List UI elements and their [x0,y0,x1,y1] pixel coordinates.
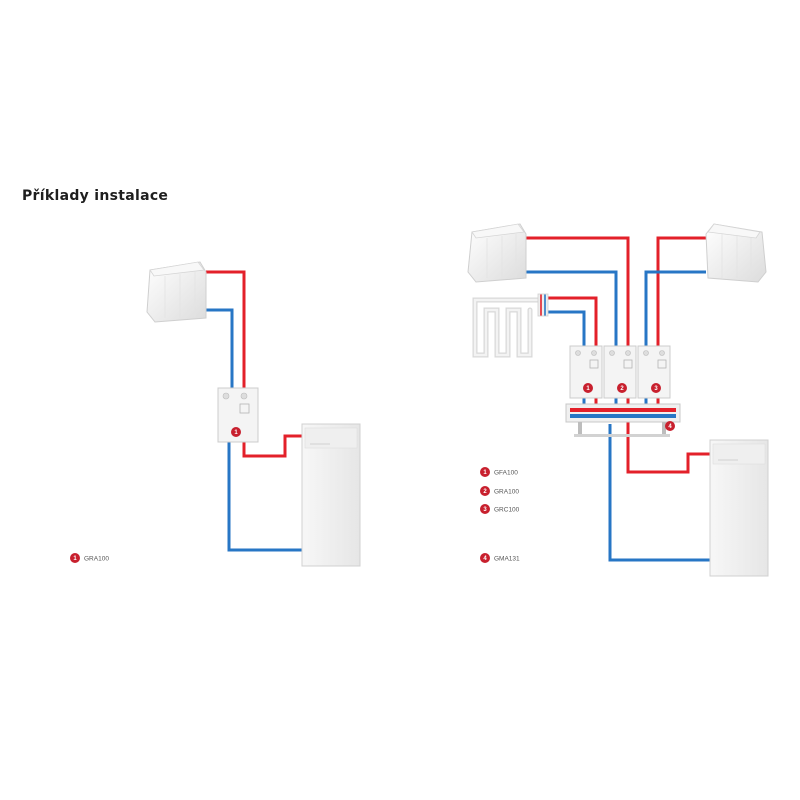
right-cold-pipe-boiler [608,424,710,562]
legend-label-gfa100: GFA100 [494,470,518,477]
right-legend: 1 GFA100 2 GRA100 3 GRC100 4 GMA131 [480,467,520,563]
module-1-badge [583,383,593,393]
svg-text:1: 1 [483,470,487,476]
module-2-badge [617,383,627,393]
left-legend: 1 GRA100 [70,553,109,563]
control-module-3: 3 [637,345,671,399]
right-legend-item-2: 2 GRA100 [480,486,519,496]
module-3-badge [651,383,661,393]
left-legend-label: GRA100 [84,556,109,563]
underfloor-heating-coil [472,293,549,358]
left-legend-badge [70,553,80,563]
left-cold-pipe-radiator [206,308,234,390]
left-legend-number: 1 [73,556,77,562]
right-hot-pipe-boiler [626,420,710,474]
legend-label-grc100: GRC100 [494,507,520,514]
right-example: 1 2 3 [467,223,769,577]
page-title: Příklady instalace [22,188,169,204]
manifold-badge-number: 4 [668,424,672,430]
legend-label-gma131: GMA131 [494,556,520,563]
svg-text:3: 3 [483,507,487,513]
left-control-module: 1 [217,387,259,443]
right-boiler [709,439,769,577]
module-1-badge-number: 1 [586,386,590,392]
left-module-badge [231,427,241,437]
left-radiator [146,261,207,323]
module-3-badge-number: 3 [654,386,658,392]
svg-text:4: 4 [483,556,487,562]
left-hot-pipe-radiator [206,270,246,390]
left-module-badge-number: 1 [234,430,238,436]
left-hot-pipe-boiler [242,434,302,458]
module-2-badge-number: 2 [620,386,624,392]
control-module-2: 2 [603,345,637,399]
legend-label-gra100: GRA100 [494,489,519,496]
right-pipes [524,236,710,562]
right-legend-item-4: 4 GMA131 [480,553,520,563]
left-boiler [301,423,361,567]
right-legend-item-1: 1 GFA100 [480,467,518,477]
manifold-badge [665,421,675,431]
left-example: 1 1 GRA100 [70,261,361,567]
right-radiator-right [705,223,767,283]
svg-text:2: 2 [483,489,487,495]
left-cold-pipe-boiler [227,442,302,552]
control-module-1: 1 [569,345,603,399]
right-legend-item-3: 3 GRC100 [480,504,520,514]
right-radiator-left [467,223,527,283]
manifold: 4 [565,403,681,437]
control-modules: 1 2 3 [569,345,671,399]
left-pipes [206,270,302,552]
